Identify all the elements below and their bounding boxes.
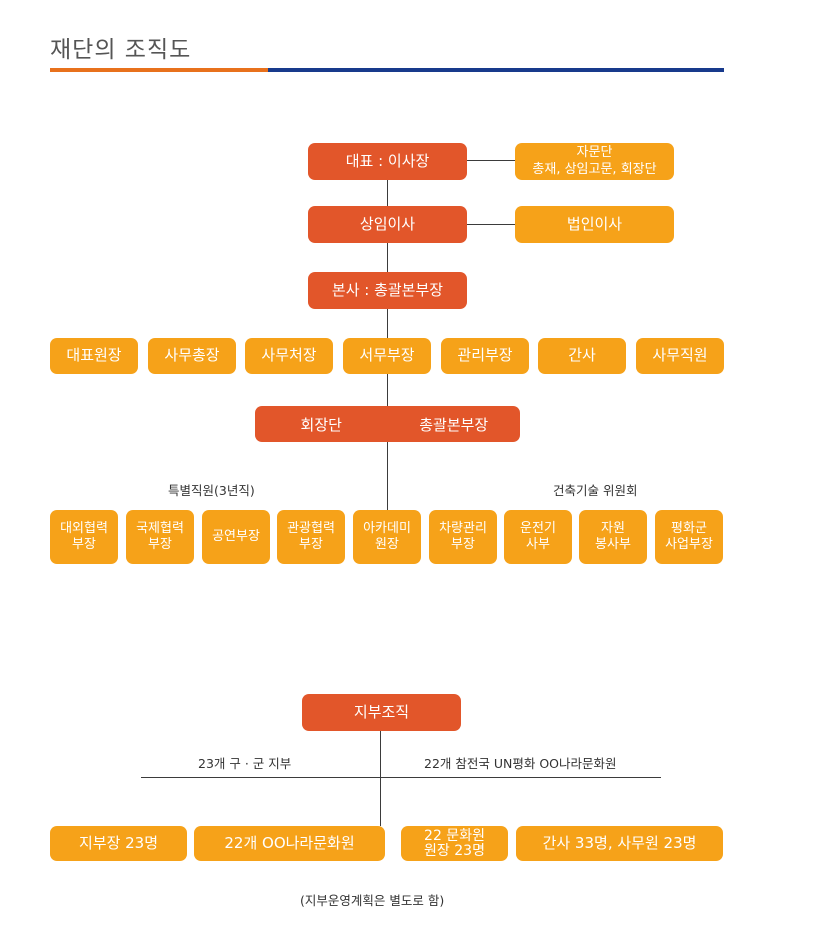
connector-standing-corporate	[467, 224, 515, 225]
branch-title: 지부조직	[353, 702, 410, 721]
division-label: 관광협력	[287, 520, 335, 536]
division-label: 국제협력	[136, 520, 184, 536]
dept-box-2: 사무총장	[148, 338, 236, 374]
ceo-box: 대표 : 이사장	[308, 143, 467, 180]
branch-label: 간사 33명, 사무원 23명	[542, 833, 697, 852]
division-label: 자원	[601, 520, 625, 536]
division-box-3: 공연부장	[202, 510, 270, 564]
title-underline-blue	[268, 68, 724, 72]
division-label: 평화군	[671, 520, 707, 536]
branch-right-label: 22개 참전국 UN평화 OO나라문화원	[424, 756, 617, 771]
council-general-box: 회장단 총괄본부장	[255, 406, 520, 442]
division-label: 부장	[72, 537, 96, 552]
dept-label: 관리부장	[457, 346, 513, 365]
division-label: 원장	[375, 537, 399, 552]
dept-box-4: 서무부장	[343, 338, 431, 374]
council-label: 회장단	[300, 415, 342, 434]
dept-box-7: 사무직원	[636, 338, 724, 374]
hq-label: 본사 : 총괄본부장	[331, 280, 444, 299]
division-label: 사업부장	[665, 537, 713, 552]
dept-label: 간사	[568, 346, 596, 365]
branch-box-1: 지부장 23명	[50, 826, 187, 861]
standing-director-label: 상임이사	[359, 214, 416, 233]
dept-label: 서무부장	[359, 346, 415, 365]
division-label: 공연부장	[212, 528, 260, 544]
branch-note: (지부운영계획은 별도로 함)	[300, 893, 445, 908]
division-label: 운전기	[520, 520, 556, 536]
branch-label: 22개 OO나라문화원	[224, 833, 355, 852]
branch-label: 원장 23명	[424, 842, 485, 859]
title-underline-orange	[50, 68, 268, 72]
dept-label: 대표원장	[66, 346, 122, 365]
division-label: 부장	[299, 537, 323, 552]
hq-box: 본사 : 총괄본부장	[308, 272, 467, 309]
branch-left-label: 23개 구 · 군 지부	[198, 756, 292, 771]
standing-director-box: 상임이사	[308, 206, 467, 243]
dept-box-6: 간사	[538, 338, 626, 374]
dept-box-5: 관리부장	[441, 338, 529, 374]
branch-title-box: 지부조직	[302, 694, 461, 731]
dept-label: 사무직원	[652, 346, 708, 365]
dept-label: 사무처장	[261, 346, 317, 365]
division-label: 대외협력	[60, 520, 108, 536]
branch-box-2: 22개 OO나라문화원	[194, 826, 385, 861]
corporate-director-label: 법인이사	[566, 214, 623, 233]
special-staff-label: 특별직원(3년직)	[168, 483, 255, 498]
branch-box-4: 간사 33명, 사무원 23명	[516, 826, 723, 861]
corporate-director-box: 법인이사	[515, 206, 674, 243]
advisory-box: 자문단 총재, 상임고문, 회장단	[515, 143, 674, 180]
advisory-members: 총재, 상임고문, 회장단	[532, 161, 657, 177]
division-label: 아카데미	[363, 520, 411, 536]
page-title: 재단의 조직도	[50, 37, 192, 63]
connector-ceo-advisory	[467, 160, 515, 161]
division-label: 차량관리	[439, 520, 487, 536]
connector-vertical-lower	[387, 442, 388, 510]
branch-connector-vertical	[380, 731, 381, 826]
dept-label: 사무총장	[164, 346, 220, 365]
building-committee-label: 건축기술 위원회	[553, 483, 638, 498]
branch-label: 22 문화원	[424, 827, 485, 844]
dept-box-3: 사무처장	[245, 338, 333, 374]
dept-box-1: 대표원장	[50, 338, 138, 374]
advisory-title: 자문단	[576, 145, 613, 161]
branch-connector-horizontal	[141, 777, 661, 778]
connector-vertical-main	[387, 180, 388, 480]
division-label: 사부	[526, 537, 550, 552]
division-label: 부장	[451, 537, 475, 552]
division-label: 부장	[148, 537, 172, 552]
branch-label: 지부장 23명	[78, 833, 159, 852]
ceo-label: 대표 : 이사장	[345, 151, 430, 170]
division-label: 봉사부	[595, 537, 631, 552]
general-director-label: 총괄본부장	[419, 415, 489, 434]
